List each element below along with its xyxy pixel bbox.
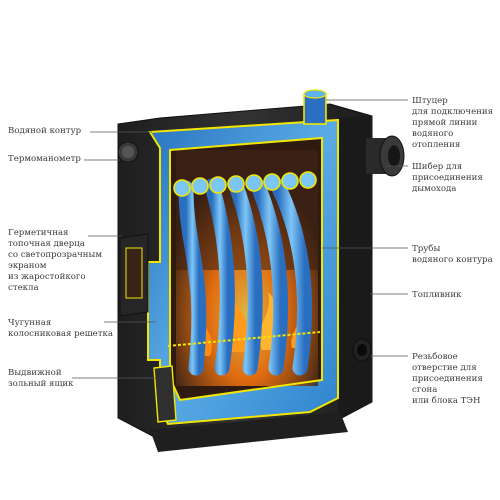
label-pipes: Трубы водяного контура [412, 244, 493, 265]
label-firebox: Топливник [412, 290, 462, 300]
firebox-door [119, 233, 149, 317]
label-water-circuit: Водяной контур [8, 126, 82, 136]
label-grate: Чугунная колосниковая решетка [8, 318, 114, 339]
leader-lines [72, 99, 408, 379]
threaded-hole-icon [352, 338, 372, 362]
chimney-damper-icon [366, 135, 405, 177]
label-ash-box: Выдвижной зольный ящик [8, 368, 74, 389]
thermometer-icon [117, 141, 139, 163]
label-damper: Шибер для присоединения дымохода [412, 162, 483, 194]
label-fitting: Штуцер для подключения прямой линии водя… [412, 96, 494, 150]
label-door: Герметичная топочная дверца со светопроз… [8, 228, 103, 293]
label-thermometer: Термоманометр [8, 154, 81, 164]
ash-box [153, 365, 177, 423]
pipe-fitting-icon [303, 89, 327, 125]
label-threaded-hole: Резьбовое отверстие для присоединения сг… [412, 352, 483, 406]
water-pipes [178, 178, 313, 376]
pipe-openings [173, 171, 317, 197]
